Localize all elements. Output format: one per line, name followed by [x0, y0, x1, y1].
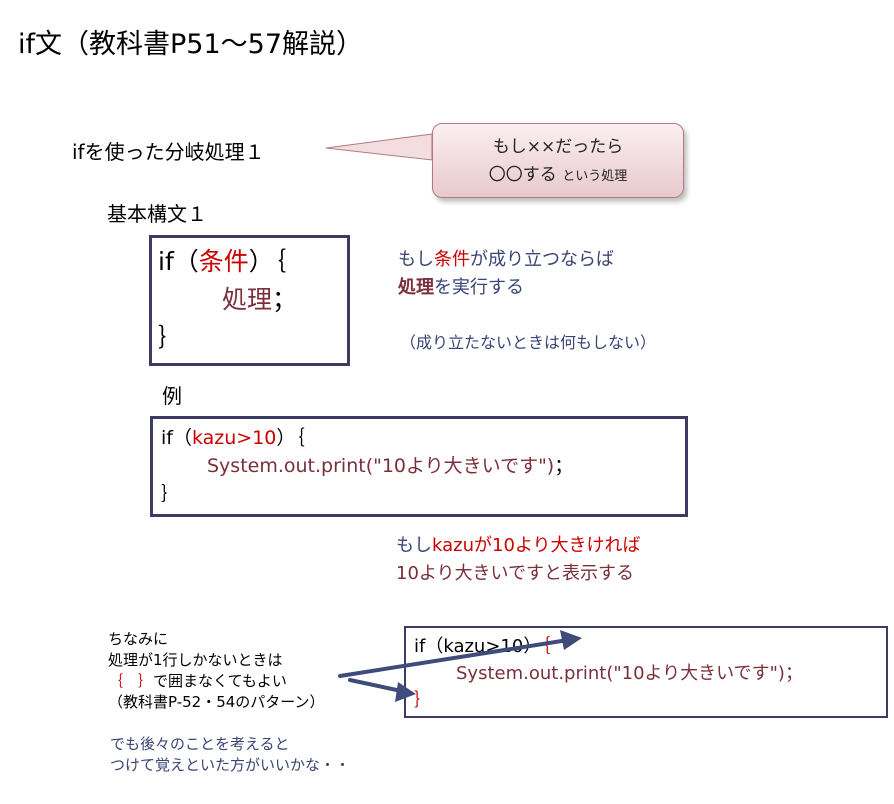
explain-text: もし — [398, 249, 434, 270]
syntax-line-2: 処理； — [222, 280, 297, 316]
section-heading: ifを使った分岐処理１ — [72, 140, 265, 164]
aside-note: ちなみに 処理が1行しかないときは ｛ ｝で囲まなくてもよい （教科書P-52・… — [108, 629, 325, 713]
example2-box: if（kazu>10）｛ System.out.print("10より大きいです… — [404, 626, 888, 718]
explain-line-2: 処理を実行する — [398, 274, 614, 302]
advice-line: つけて覚えといた方がいいかな・・ — [110, 756, 351, 774]
example-explain-line-2: 10より大きいですと表示する — [396, 563, 635, 584]
code-text: if（kazu>10） — [414, 636, 542, 657]
example-label: 例 — [162, 384, 182, 408]
example-explanation: もしkazuが10より大きければ 10より大きいですと表示する — [396, 532, 641, 588]
example2-line-3: ｝ — [414, 690, 432, 711]
explain-line-1: もし条件が成り立つならば — [398, 246, 614, 274]
syntax-box: if（条件）｛ 処理； ｝ — [149, 235, 350, 366]
arrow-head-1 — [560, 630, 582, 650]
semicolon: ； — [272, 285, 298, 314]
aside-line: ちなみに — [108, 630, 169, 648]
example-explain-line-1: もしkazuが10より大きければ — [396, 532, 641, 560]
page-title: if文（教科書P51～57解説） — [18, 29, 364, 60]
open-brace: ｛ — [541, 636, 551, 657]
callout-line-2: 〇〇する という処理 — [433, 160, 683, 185]
syntax-line-3: ｝ — [158, 323, 184, 352]
open-brace: ）｛ — [248, 247, 287, 276]
aside-line: 処理が1行しかないときは — [108, 651, 283, 669]
callout-small: という処理 — [562, 169, 628, 184]
syntax-heading: 基本構文１ — [107, 202, 207, 226]
if-keyword: if（ — [158, 247, 199, 276]
condition: kazu>10 — [191, 427, 277, 449]
arrow-to-close-brace — [348, 678, 408, 694]
advice-line: でも後々のことを考えると — [110, 735, 290, 753]
aside-text: で囲まなくてもよい — [153, 672, 287, 690]
syntax-explanation: もし条件が成り立つならば 処理を実行する — [398, 246, 614, 302]
semicolon: ； — [554, 455, 574, 477]
condition: 条件 — [198, 247, 249, 276]
callout-main: 〇〇する — [488, 165, 557, 185]
example2-line-2: System.out.print("10より大きいです")； — [456, 663, 803, 684]
explain-text: を実行する — [434, 277, 524, 298]
explain-note: （成り立たないときは何もしない） — [400, 333, 657, 352]
callout-bubble: もし××だったら 〇〇する という処理 — [432, 123, 684, 198]
process: 処理 — [222, 285, 273, 314]
explain-process: 処理 — [398, 277, 434, 298]
brace-text: ｛ ｝ — [108, 672, 154, 690]
example-line-2: System.out.print("10より大きいです")； — [207, 451, 573, 478]
explain-text: が成り立つならば — [470, 249, 614, 270]
example-line-3: ｝ — [161, 483, 181, 505]
aside-advice: でも後々のことを考えると つけて覚えといた方がいいかな・・ — [110, 734, 350, 776]
open-brace: ）｛ — [276, 427, 305, 449]
example-box: if（kazu>10）｛ System.out.print("10より大きいです… — [150, 416, 688, 517]
example2-line-1: if（kazu>10）｛ — [414, 632, 550, 658]
explain-text: もし — [396, 535, 432, 556]
print-statement: System.out.print("10より大きいです") — [207, 455, 555, 477]
aside-line: （教科書P-52・54のパターン） — [108, 693, 325, 711]
example-line-1: if（kazu>10）｛ — [161, 423, 305, 450]
callout-line-1: もし××だったら — [492, 137, 624, 157]
aside-line: ｛ ｝で囲まなくてもよい — [108, 671, 325, 692]
syntax-line-1: if（条件）｛ — [158, 242, 286, 278]
explain-condition: kazuが10より大きければ — [432, 535, 641, 556]
arrow-to-open-brace — [338, 638, 570, 678]
arrow-head-2 — [395, 682, 416, 702]
if-keyword: if（ — [161, 427, 192, 449]
explain-condition: 条件 — [434, 249, 470, 270]
